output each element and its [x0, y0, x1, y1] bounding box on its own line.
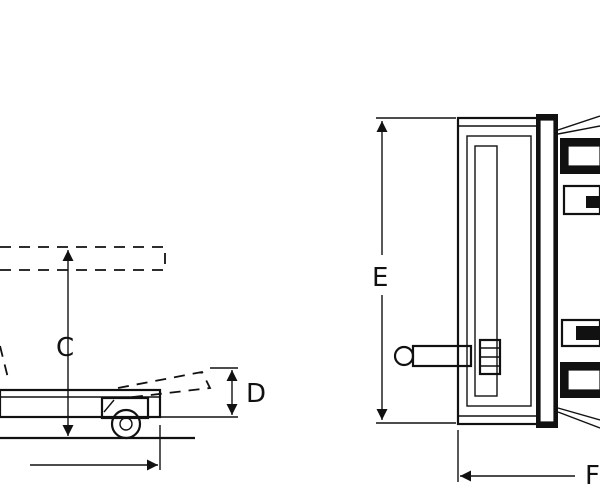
left-dashed-edge — [0, 345, 9, 379]
dimension-c-label: C — [56, 333, 74, 363]
raised-position-outline — [0, 246, 166, 271]
upper-caster — [557, 115, 600, 216]
frame-inner — [466, 135, 532, 407]
front-view: E — [372, 114, 600, 491]
dimension-e-label: E — [372, 263, 388, 293]
dimension-d-label: D — [246, 379, 266, 409]
frame-outer — [456, 116, 540, 426]
pull-handle — [393, 338, 502, 376]
side-view: C D — [0, 246, 266, 471]
lower-caster — [557, 318, 600, 429]
dimension-f-label: F — [585, 461, 600, 491]
frame-slot — [474, 145, 498, 397]
platform-deck — [0, 388, 162, 419]
caster-wheel — [100, 396, 150, 440]
tilted-handle-outline — [117, 370, 212, 399]
